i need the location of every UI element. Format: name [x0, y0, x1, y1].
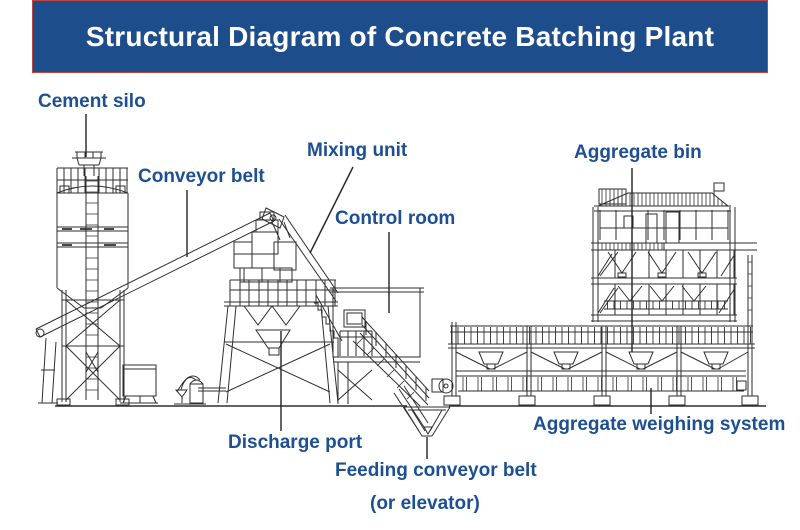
label-aggregate-weighing-system: Aggregate weighing system [533, 414, 786, 435]
leader-lines [85, 114, 652, 459]
label-aggregate-bin: Aggregate bin [574, 142, 702, 163]
page-title: Structural Diagram of Concrete Batching … [85, 20, 715, 52]
label-feeding-conveyor-alt: (or elevator) [370, 493, 480, 514]
label-control-room: Control room [335, 208, 456, 229]
label-feeding-conveyor-belt: Feeding conveyor belt [335, 460, 537, 481]
label-mixing-unit: Mixing unit [307, 140, 408, 161]
label-cement-silo: Cement silo [38, 91, 146, 112]
label-discharge-port: Discharge port [228, 432, 363, 453]
title-banner: Structural Diagram of Concrete Batching … [32, 0, 768, 73]
label-conveyor-belt: Conveyor belt [138, 166, 265, 187]
